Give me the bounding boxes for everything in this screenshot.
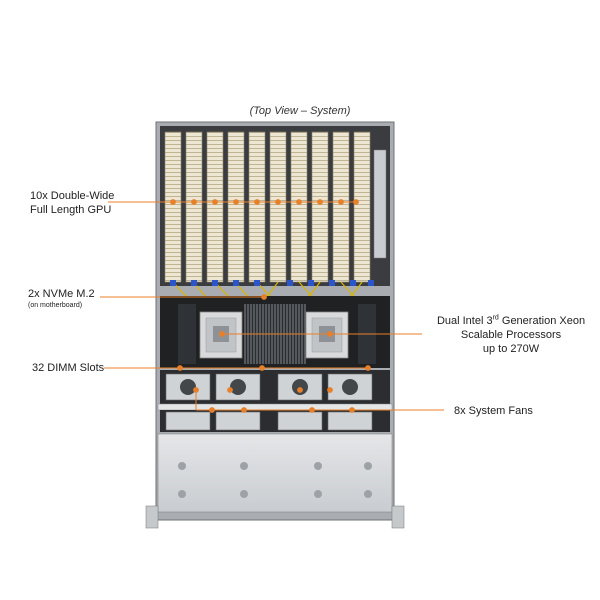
callout-fans-line1: 8x System Fans	[454, 405, 533, 417]
gpu-card	[248, 131, 266, 283]
callout-nvme-line1: 2x NVMe M.2	[28, 288, 95, 300]
callout-gpu-line2: Full Length GPU	[30, 204, 112, 216]
callout-nvme-line2: (on motherboard)	[28, 302, 83, 309]
gpu-card	[269, 131, 287, 283]
callout-cpu-line1-post: Generation Xeon	[498, 315, 586, 327]
gpu-card	[353, 131, 371, 283]
gpu-card	[185, 131, 203, 283]
diagram-caption: (Top View – System)	[249, 105, 351, 117]
fan-row	[160, 410, 390, 432]
callout-dimm: 32 DIMM Slots	[32, 361, 104, 375]
callout-gpu-line1: 10x Double-Wide	[30, 190, 115, 202]
gpu-card	[311, 131, 329, 283]
gpu-card	[164, 131, 182, 283]
callout-gpu: 10x Double-Wide Full Length GPU	[30, 189, 114, 217]
callout-dimm-line1: 32 DIMM Slots	[32, 362, 105, 374]
callout-nvme: 2x NVMe M.2 (on motherboard)	[28, 287, 95, 310]
gpu-card	[290, 131, 308, 283]
drive-bays	[157, 433, 393, 513]
callout-cpu-line1-num: 3	[486, 315, 493, 327]
callout-cpu: Dual Intel 3rd Generation Xeon Scalable …	[426, 314, 596, 356]
gpu-cards	[164, 131, 387, 283]
gpu-card	[332, 131, 350, 283]
callout-cpu-line2: Scalable Processors	[460, 329, 562, 341]
gpu-card	[227, 131, 245, 283]
callout-cpu-line3: up to 270W	[482, 343, 540, 355]
gpu-card	[206, 131, 224, 283]
cpu-heatsink	[305, 311, 349, 359]
callout-fans: 8x System Fans	[454, 404, 533, 418]
callout-cpu-line1-sup: rd	[492, 314, 499, 322]
callout-lines	[100, 199, 444, 413]
cable-connectors	[170, 280, 374, 286]
callout-cpu-line1-pre: Dual Intel	[436, 315, 487, 327]
fan-row	[160, 370, 390, 404]
